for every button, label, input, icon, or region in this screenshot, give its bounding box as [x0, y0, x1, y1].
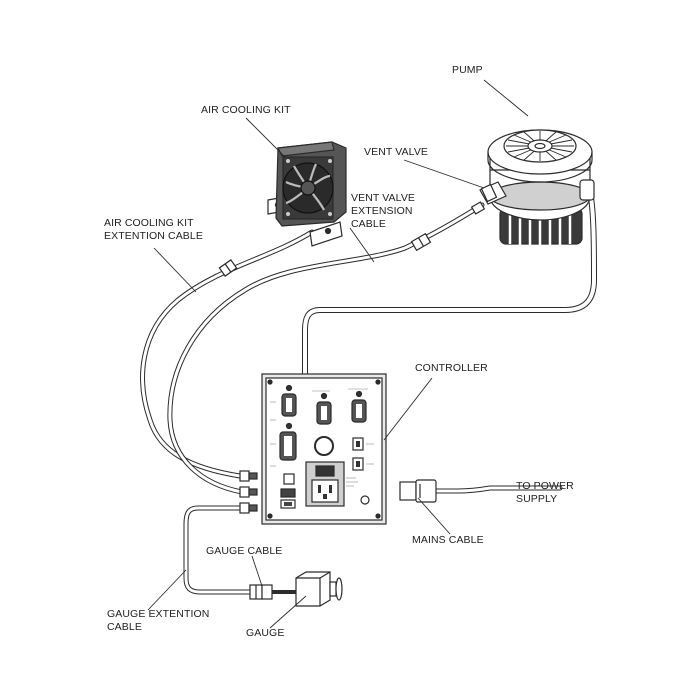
gauge-extention-cable-label: GAUGE EXTENTION CABLE [107, 608, 209, 634]
to-power-supply-label: TO POWER SUPPLY [516, 480, 574, 506]
vent-valve-extension-cable-label: VENT VALVE EXTENSION CABLE [351, 192, 415, 231]
controller-label: CONTROLLER [415, 362, 488, 374]
pump-leader [483, 79, 529, 117]
vent-valve-label: VENT VALVE [364, 146, 429, 158]
vent-valve-extension-cable-line-2: EXTENSION [351, 205, 413, 217]
vent-valve-connector [470, 201, 486, 215]
controller [261, 373, 387, 525]
pump-label: PUMP [452, 64, 483, 76]
air-ext-cable-leader [153, 247, 197, 293]
air-cooling-kit-extention-cable-line-1: AIR COOLING KIT [104, 217, 194, 229]
air-cooling-kit-fan [267, 141, 347, 247]
gauge-cable-leader [251, 555, 263, 587]
vent-valve-leader [403, 159, 485, 189]
air-cable-inline-connector [218, 259, 238, 277]
gauge-extention-cable-line-1: GAUGE EXTENTION [107, 608, 210, 620]
controller-plugs [239, 470, 258, 514]
air-cooling-kit-extention-cable-label: AIR COOLING KIT EXTENTION CABLE [104, 217, 203, 243]
gauge-extention-cable-line-2: CABLE [107, 621, 142, 633]
mains-cable-leader [417, 497, 451, 535]
air-cooling-kit-extention-cable-line-2: EXTENTION CABLE [104, 230, 203, 242]
inline-connectors [218, 201, 486, 600]
gauge-ext-cable-leader [147, 569, 187, 611]
mains-plug [399, 479, 437, 503]
vent-cable-inline-connector [410, 232, 432, 252]
air-cooling-kit-leader [245, 117, 287, 159]
gauge [295, 571, 343, 607]
vent-ext-cable-leader [349, 227, 375, 263]
controller-leader [383, 377, 433, 441]
leader-lines [147, 79, 529, 629]
pump [479, 129, 595, 248]
gauge-inline-connector [249, 584, 273, 600]
vent-valve-extension-cable-line-3: CABLE [351, 218, 386, 230]
to-power-supply-line-1: TO POWER [516, 480, 574, 492]
air-cooling-kit-label: AIR COOLING KIT [201, 104, 291, 116]
gauge-leader [269, 595, 307, 629]
to-power-supply-line-2: SUPPLY [516, 493, 558, 505]
vent-valve-extension-cable-line-1: VENT VALVE [351, 192, 416, 204]
mains-cable-label: MAINS CABLE [412, 534, 484, 546]
gauge-label: GAUGE [246, 627, 285, 639]
gauge-cable-label: GAUGE CABLE [206, 545, 283, 557]
